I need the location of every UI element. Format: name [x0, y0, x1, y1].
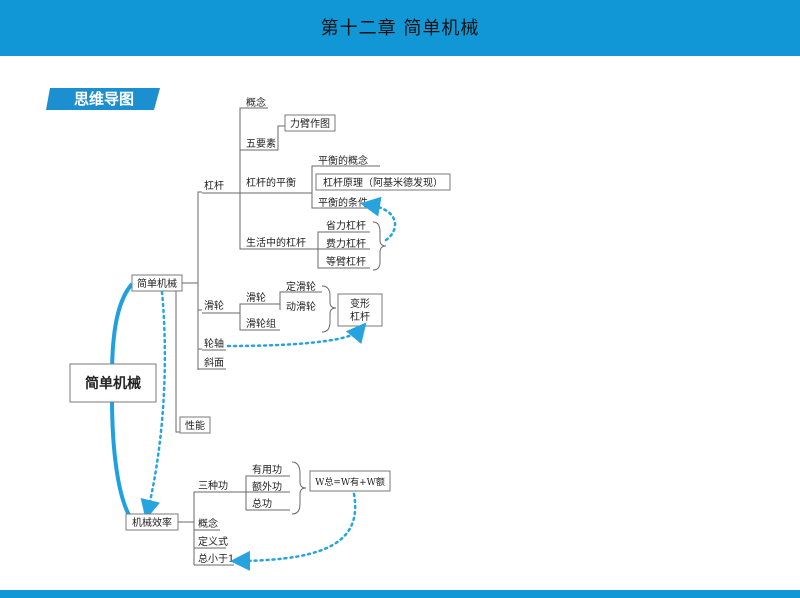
line-fixed [279, 291, 322, 304]
root-connector-top [110, 282, 134, 377]
movable-pulley-node: 动滑轮 [286, 300, 316, 313]
root-node: 简单机械 [85, 375, 141, 392]
page-title: 第十二章 简单机械 [320, 18, 480, 39]
incline-node: 斜面 [204, 356, 224, 369]
formula-node: W总=W有+W额 [315, 476, 385, 488]
eff-concept-node: 概念 [198, 517, 218, 530]
dotted-arrow-less-than-one [230, 492, 357, 571]
arm-drawing-node: 力臂作图 [290, 117, 330, 130]
deformed-lever-node-2: 杠杆 [350, 310, 370, 323]
line-lever [182, 191, 202, 284]
three-work-node: 三种功 [198, 479, 228, 492]
balance-concept-node: 平衡的概念 [318, 154, 368, 167]
dotted-arrow-deformed [226, 322, 367, 348]
dotted-arrow-efficiency [140, 290, 167, 520]
fixed-pulley-node: 定滑轮 [286, 280, 316, 293]
wheel-axle-node: 轮轴 [204, 337, 224, 350]
performance-node: 性能 [185, 419, 205, 432]
simple-machines-node: 简单机械 [137, 277, 177, 290]
lever-balance-node: 杠杆的平衡 [246, 176, 296, 189]
equal-arm-node: 等臂杠杆 [326, 255, 366, 268]
labor-saving-node: 省力杠杆 [326, 219, 366, 232]
line-life [239, 193, 306, 250]
line-useful [240, 475, 290, 493]
lever-principle-node: 杠杆原理（阿基米德发现） [323, 176, 443, 189]
pulley-node: 滑轮 [204, 299, 224, 312]
performance-box [179, 416, 211, 434]
line-performance [175, 291, 182, 433]
definition-node: 定义式 [198, 535, 228, 548]
line-bal-concept [300, 165, 380, 194]
arm-drawing-box [284, 114, 336, 132]
concept-node: 概念 [246, 96, 266, 109]
total-work-node: 总功 [252, 497, 272, 510]
deformed-lever-node-1: 变形 [350, 297, 370, 310]
root-box [69, 363, 157, 403]
line-equal [317, 249, 370, 269]
five-elements-node: 五要素 [246, 137, 276, 150]
footer-bar [0, 590, 800, 598]
line-total [245, 492, 290, 511]
pulley-block-node: 滑轮组 [246, 317, 276, 330]
header-bar: 第十二章 简单机械 [0, 0, 800, 56]
line-arm [268, 125, 285, 151]
mind-map-badge: 思维导图 [44, 86, 164, 112]
extra-work-node: 额外功 [252, 480, 282, 493]
formula-box [309, 470, 391, 492]
line-three-work [178, 491, 240, 523]
less-than-one-node: 总小于1 [198, 552, 234, 565]
lever-principle-box [315, 173, 451, 191]
line-single-pulley [239, 303, 280, 313]
line-bal-cond [311, 193, 368, 209]
lever-types-brace [372, 221, 387, 271]
single-pulley-node: 滑轮 [246, 291, 266, 304]
line-saving [306, 231, 370, 250]
pulley-brace [321, 285, 337, 333]
lever-node: 杠杆 [204, 179, 224, 192]
balance-condition-node: 平衡的条件 [318, 196, 368, 209]
badge-label: 思维导图 [73, 90, 134, 108]
root-connector-bottom [110, 397, 134, 522]
efficiency-node: 机械效率 [132, 516, 172, 529]
useful-work-node: 有用功 [252, 463, 282, 476]
badge-shape [46, 88, 160, 110]
line-pulley-block [239, 313, 280, 331]
work-brace [291, 461, 307, 515]
levers-in-life-node: 生活中的杠杆 [246, 236, 306, 249]
labor-costing-node: 费力杠杆 [326, 237, 366, 250]
